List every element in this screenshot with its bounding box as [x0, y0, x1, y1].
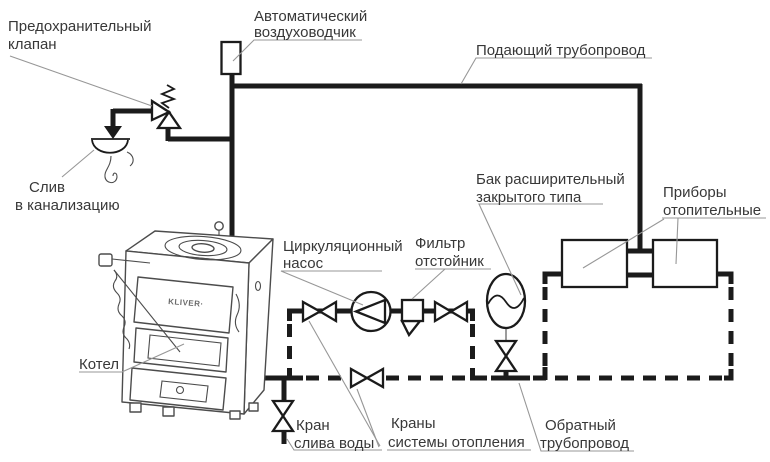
leader-safety-valve: [9, 55, 153, 107]
boiler-middle-panel: [147, 334, 222, 367]
valve-wedge: [270, 413, 296, 433]
label-safety-valve-2: клапан: [8, 36, 57, 53]
return-right-corner: [724, 369, 734, 381]
drain-funnel-symbol: [91, 138, 134, 184]
boiler-knob: [214, 221, 224, 231]
filter-body: [400, 298, 425, 323]
cooktop-middle-ring: [178, 239, 228, 257]
boiler-brand-text: KLIVER·: [168, 297, 204, 309]
boiler-upper-door: [133, 276, 234, 334]
valve-pump-right: [433, 299, 469, 324]
boiler-middle-frame: [133, 327, 229, 373]
leader-radiator-right: [675, 217, 679, 265]
label-system-taps-1: Краны: [391, 415, 436, 432]
circulation-pump-symbol: [350, 290, 392, 333]
leader-boiler: [79, 343, 185, 373]
label-boiler: Котел: [79, 356, 119, 373]
valve-wedge: [433, 299, 454, 324]
label-sewer-drain-2: в канализацию: [15, 197, 120, 214]
leader-drain-tap: [286, 438, 382, 451]
boiler-side-port: [254, 280, 262, 292]
leader-filter: [411, 268, 491, 300]
valve-return-line: [349, 367, 385, 389]
label-supply-pipe: Подающий трубопровод: [476, 42, 646, 59]
radiator-left-stub: [542, 271, 563, 284]
ash-door-opening: [159, 380, 209, 403]
safety-valve-body-vertical: [155, 109, 183, 130]
filter-sump: [400, 319, 423, 338]
valve-wedge: [364, 367, 385, 389]
boiler-foot-3: [229, 410, 241, 420]
boiler-foot-4: [248, 402, 259, 412]
leader-expansion-tank: [478, 203, 603, 296]
valve-wedge: [317, 299, 338, 324]
label-return-pipe-1: Обратный: [545, 417, 616, 434]
label-expansion-tank-1: Бак расширительный: [476, 171, 625, 188]
supply-pipe-line: [110, 74, 734, 284]
label-expansion-tank-2: закрытого типа: [476, 189, 582, 206]
label-radiators-1: Приборы: [663, 184, 727, 201]
funnel-hook: [126, 151, 134, 167]
label-pump-1: Циркуляционный: [283, 238, 403, 255]
valve-expansion-tank: [493, 339, 519, 373]
label-radiators-2: отопительные: [663, 202, 761, 219]
leader-radiator-left: [582, 218, 665, 269]
radiator-right: [651, 238, 719, 289]
safety-valve-spring: [159, 84, 177, 109]
valve-wedge: [493, 353, 519, 373]
leader-supply-pipe: [460, 57, 652, 85]
callout-lines: [9, 39, 766, 452]
leader-system-tap-1: [308, 320, 381, 447]
leader-air-vent: [232, 39, 362, 62]
label-sewer-drain-1: Слив: [29, 179, 65, 196]
label-system-taps-2: системы отопления: [388, 434, 525, 451]
valve-water-drain: [270, 399, 296, 433]
label-air-vent-1: Автоматический: [254, 8, 367, 25]
safety-valve-body-horizontal: [150, 98, 172, 122]
label-air-vent-2: воздуховодчик: [254, 24, 356, 41]
damper-chain: [112, 269, 131, 350]
funnel-bowl: [91, 138, 130, 154]
cooktop-inner-plate: [191, 243, 215, 253]
valve-wedge: [270, 399, 296, 419]
damper-handle-rod: [111, 258, 151, 264]
tank-membrane-wave: [487, 294, 525, 309]
boiler-illustration: KLIVER·: [98, 221, 274, 420]
drain-arrow-icon: [104, 126, 122, 139]
label-drain-tap-2: слива воды: [294, 435, 374, 452]
label-return-pipe-2: трубопровод: [540, 435, 629, 452]
radiator-right-stub: [716, 271, 734, 284]
valve-wedge: [349, 367, 370, 389]
leader-sewer-drain: [61, 149, 95, 178]
valve-wedge: [301, 300, 323, 323]
label-drain-tap-1: Кран: [296, 417, 330, 434]
funnel-siphon: [104, 155, 118, 184]
air-vent-symbol: [220, 40, 242, 76]
leader-pump: [280, 270, 382, 306]
valve-pump-left: [301, 299, 338, 324]
lower-door-handle: [175, 385, 185, 395]
labels: Предохранительный клапан Автоматический …: [8, 8, 761, 452]
pump-impeller: [352, 298, 387, 325]
boiler-lower-door: [129, 367, 227, 411]
leader-system-tap-2: [356, 388, 380, 448]
sediment-filter-symbol: [400, 298, 425, 338]
damper-rod: [113, 269, 181, 353]
expansion-tank-symbol: [485, 272, 527, 330]
label-filter-2: отстойник: [415, 253, 484, 270]
valve-wedge: [448, 299, 469, 324]
boiler-foot-2: [162, 406, 175, 417]
valve-wedge: [493, 339, 519, 359]
cooktop-outer-ring: [164, 235, 242, 261]
damper-handle-knob: [98, 253, 113, 267]
boiler-door-latch: [234, 293, 240, 333]
label-filter-1: Фильтр: [415, 235, 465, 252]
label-safety-valve-1: Предохранительный: [8, 18, 151, 35]
boiler-foot-1: [129, 402, 142, 413]
label-pump-2: насос: [283, 255, 324, 272]
safety-valve-symbol: [150, 84, 183, 130]
leader-return-pipe: [518, 382, 634, 452]
